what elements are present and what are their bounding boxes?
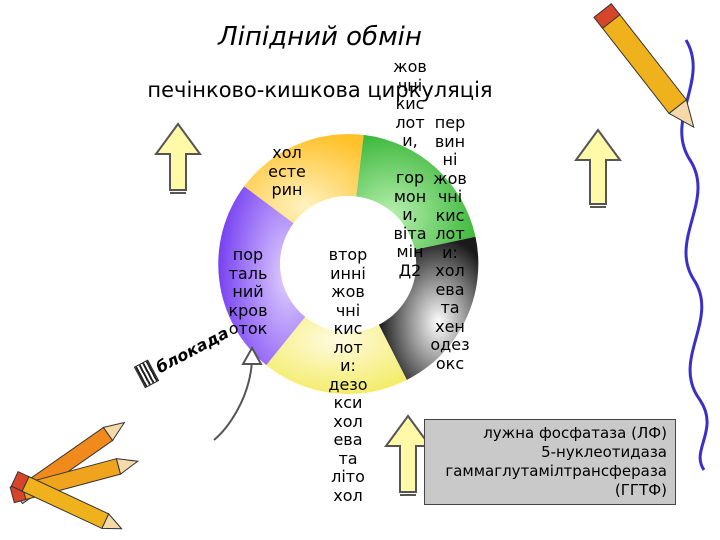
- wheel-segment-green: [356, 134, 476, 250]
- pencils-bottom-left-icon: [9, 421, 140, 530]
- pencil-top-right-icon: [593, 3, 695, 129]
- up-arrow-left-icon: [154, 122, 202, 194]
- enzyme-line: (ГГТФ): [614, 481, 667, 499]
- center-label-secondary-acids: втор инні жов чні кис лот и: дезо кси хо…: [328, 245, 368, 505]
- blockade-curve-arrowhead: [241, 345, 263, 365]
- segment-label-holesteryn: хол есте рин: [268, 143, 306, 199]
- segment-label-portal: пор таль ний кров оток: [228, 245, 268, 338]
- blockade-curve-arrow: [213, 359, 253, 441]
- page-title: Ліпідний обмін: [218, 22, 422, 52]
- enzyme-line: гаммаглутамілтрансфераза: [445, 462, 667, 480]
- wheel-center: [280, 196, 416, 332]
- wheel-segment-dark: [378, 236, 479, 380]
- segment-label-primary-acids: пер вин ні жов чні кис лот и: хол ева та…: [430, 113, 470, 373]
- wheel-segment-orange: [244, 133, 364, 224]
- segment-label-acids-hormones: жов чні кис лот и, гор мон и, віта мін Д…: [393, 57, 427, 280]
- up-arrow-right-icon: [574, 128, 622, 208]
- wheel-segment-purple: [218, 186, 306, 366]
- enzyme-box: лужна фосфатаза (ЛФ) 5-нуклеотидаза гамм…: [424, 419, 676, 505]
- wheel-donut: [218, 133, 479, 394]
- enzyme-line: лужна фосфатаза (ЛФ): [483, 424, 667, 442]
- page-subtitle: печінково-кишкова циркуляція: [147, 78, 493, 102]
- wheel-segment-yellow: [266, 316, 407, 394]
- enzyme-line: 5-нуклеотидаза: [541, 443, 667, 461]
